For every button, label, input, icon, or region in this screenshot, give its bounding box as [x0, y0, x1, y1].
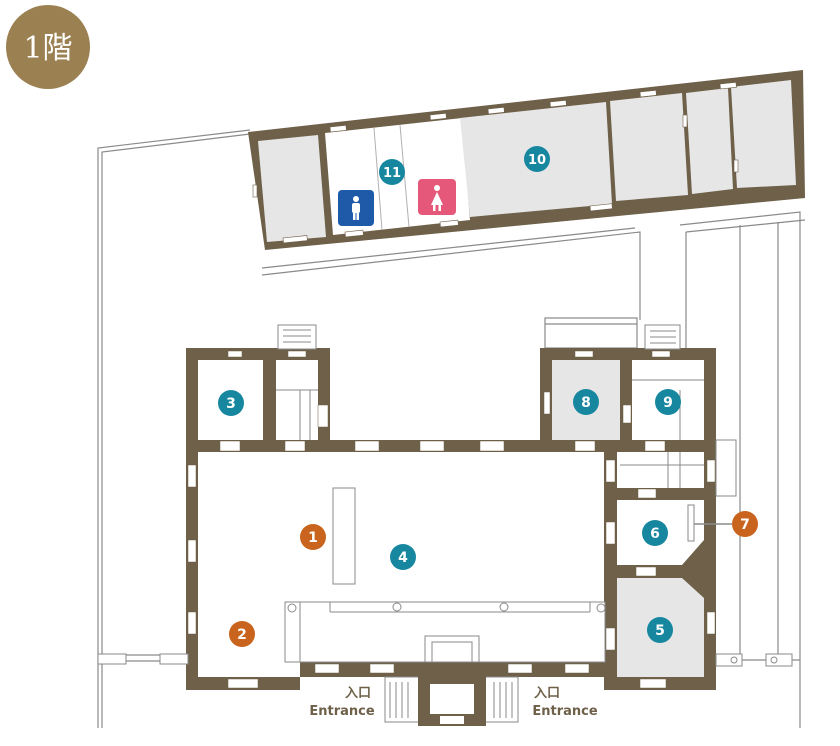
floor-badge-label: 1階	[23, 31, 72, 66]
marker-8-circle	[573, 389, 599, 415]
exterior-stairs	[97, 324, 793, 726]
marker-10-circle	[524, 146, 550, 172]
floor-badge: 1階	[6, 5, 90, 89]
marker-11[interactable]: 11	[379, 159, 405, 185]
marker-5-circle	[647, 617, 673, 643]
interior-details	[276, 379, 704, 663]
stair-room	[276, 360, 318, 440]
entrance-right-label: 入口 Entrance	[532, 686, 597, 719]
entrance-right-jp: 入口	[534, 686, 560, 701]
marker-3[interactable]: 3	[218, 390, 244, 416]
marker-6[interactable]: 6	[642, 520, 668, 546]
marker-2-circle	[229, 621, 255, 647]
marker-10[interactable]: 10	[524, 146, 550, 172]
marker-5[interactable]: 5	[647, 617, 673, 643]
marker-7-circle	[732, 511, 758, 537]
marker-3-circle	[218, 390, 244, 416]
marker-11-label: 11	[383, 166, 401, 181]
marker-8-label: 8	[581, 395, 591, 411]
marker-10-label: 10	[528, 153, 546, 168]
marker-9[interactable]: 9	[655, 389, 681, 415]
marker-6-circle	[642, 520, 668, 546]
marker-1[interactable]: 1	[300, 524, 326, 550]
marker-4-label: 4	[398, 550, 408, 566]
marker-8[interactable]: 8	[573, 389, 599, 415]
marker-4[interactable]: 4	[390, 544, 416, 570]
women-restroom-icon	[418, 179, 456, 215]
marker-4-circle	[390, 544, 416, 570]
marker-1-circle	[300, 524, 326, 550]
marker-7-label: 7	[740, 517, 750, 533]
entrance-left-en: Entrance	[309, 704, 374, 719]
marker-1-label: 1	[308, 530, 318, 546]
men-restroom-icon	[338, 190, 374, 226]
entrance-left-jp: 入口	[345, 686, 371, 701]
marker-5-label: 5	[655, 623, 665, 639]
windows	[187, 350, 716, 689]
entrance-left-label: 入口 Entrance	[309, 686, 374, 719]
marker-9-label: 9	[663, 395, 673, 411]
floor-badge-circle	[6, 5, 90, 89]
marker-9-circle	[655, 389, 681, 415]
entrance-right-en: Entrance	[532, 704, 597, 719]
marker-11-circle	[379, 159, 405, 185]
marker-2[interactable]: 2	[229, 621, 255, 647]
marker-2-label: 2	[237, 627, 247, 643]
marker-6-label: 6	[650, 526, 660, 542]
marker-7[interactable]: 7	[732, 511, 758, 537]
corridor	[617, 452, 704, 488]
marker-3-label: 3	[226, 396, 236, 412]
